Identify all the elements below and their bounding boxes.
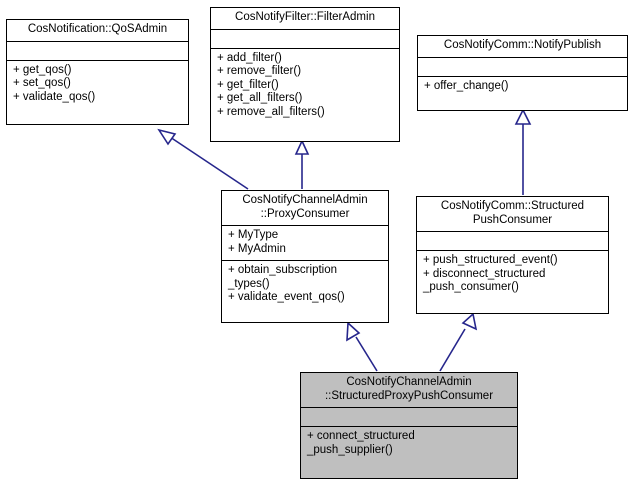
class-title-structured-push-consumer: CosNotifyComm::Structured PushConsumer: [440, 200, 585, 226]
class-operations-proxy-consumer: + obtain_subscription _types() + validat…: [228, 264, 345, 303]
edge-structuredproxypushconsumer-to-proxyconsumer: [346, 321, 378, 372]
class-title-qos-admin: CosNotification::QoSAdmin: [27, 23, 168, 35]
divider: [301, 426, 517, 427]
class-operations-structured-push-consumer: + push_structured_event() + disconnect_s…: [423, 254, 558, 293]
class-title-structured-proxy-push-consumer: CosNotifyChannelAdmin ::StructuredProxyP…: [324, 376, 494, 402]
divider: [417, 250, 608, 251]
divider: [417, 231, 608, 232]
divider: [7, 59, 188, 61]
class-attributes-structured-push-consumer: [417, 232, 608, 250]
divider: [301, 407, 517, 408]
class-title-proxy-consumer: CosNotifyChannelAdmin ::ProxyConsumer: [242, 194, 368, 220]
class-node-notify-publish[interactable]: CosNotifyComm::NotifyPublish + offer_cha…: [417, 35, 628, 111]
edge-proxyconsumer-to-filteradmin: [294, 139, 310, 189]
class-title-notify-publish: CosNotifyComm::NotifyPublish: [443, 39, 602, 51]
edge-structuredproxypushconsumer-to-structuredpushconsumer: [439, 312, 478, 372]
class-node-filter-admin[interactable]: CosNotifyFilter::FilterAdmin + add_filte…: [210, 7, 400, 142]
class-operations-notify-publish: + offer_change(): [424, 79, 509, 92]
class-node-structured-push-consumer[interactable]: CosNotifyComm::Structured PushConsumer +…: [416, 196, 609, 314]
divider: [222, 260, 388, 261]
class-attributes-structured-proxy-push-consumer: [301, 408, 517, 426]
class-attributes-notify-publish: [418, 58, 627, 76]
divider: [418, 56, 627, 58]
class-operations-qos-admin: + get_qos() + set_qos() + validate_qos(): [13, 63, 96, 103]
class-attributes-qos-admin: [7, 42, 188, 60]
class-node-proxy-consumer[interactable]: CosNotifyChannelAdmin ::ProxyConsumer + …: [221, 190, 389, 323]
class-attributes-filter-admin: [211, 30, 399, 48]
divider: [222, 225, 388, 226]
edge-structuredpushconsumer-to-notifypublish: [514, 108, 532, 195]
divider: [211, 47, 399, 49]
class-node-structured-proxy-push-consumer[interactable]: CosNotifyChannelAdmin ::StructuredProxyP…: [300, 372, 518, 479]
class-title-filter-admin: CosNotifyFilter::FilterAdmin: [235, 11, 375, 23]
divider: [418, 75, 627, 77]
class-node-qos-admin[interactable]: CosNotification::QoSAdmin + get_qos() + …: [6, 19, 189, 125]
class-operations-filter-admin: + add_filter() + remove_filter() + get_f…: [217, 51, 325, 118]
divider: [211, 28, 399, 30]
class-operations-structured-proxy-push-consumer: + connect_structured _push_supplier(): [307, 430, 415, 456]
class-attributes-proxy-consumer: + MyType + MyAdmin: [228, 229, 286, 255]
divider: [7, 40, 188, 42]
